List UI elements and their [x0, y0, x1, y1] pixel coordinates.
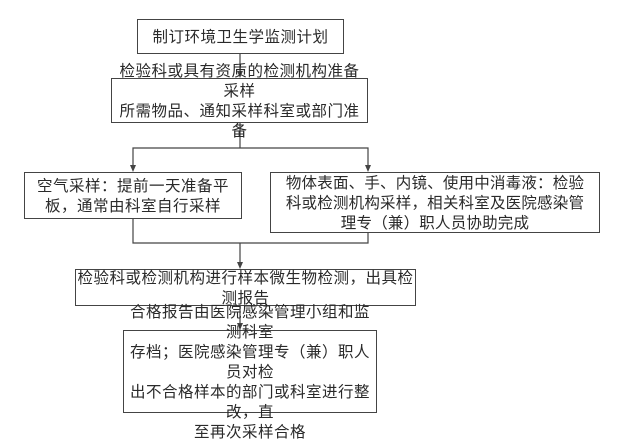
arrowhead-icon — [237, 71, 243, 78]
node-text-line: 理专（兼）职人员协助完成 — [340, 213, 530, 232]
edge-testing-to-archive — [237, 305, 243, 330]
node-plan: 制订环境卫生学监测计划 — [137, 19, 344, 54]
arrowhead-icon — [365, 165, 371, 172]
node-text-line: 所需物品、通知采样科室或部门准备 — [119, 101, 360, 140]
node-text-line: 检验科或具有资质的检测机构准备采样 — [119, 61, 360, 100]
node-text-line: 出不合格样本的部门或科室进行整改，直 — [129, 382, 370, 421]
node-air-sampling: 空气采样：提前一天准备平 板，通常由科室自行采样 — [24, 172, 242, 219]
node-text-line: 物体表面、手、内镜、使用中消毒液：检验 — [285, 173, 585, 192]
node-text-line: 空气采样：提前一天准备平 — [36, 176, 229, 195]
node-text-line: 检验科或检测机构进行样本微生物检测，出具检测报告 — [77, 268, 414, 307]
connectors — [130, 53, 371, 330]
node-text-line: 科或检测机构采样，相关科室及医院感染管 — [285, 193, 585, 212]
arrowhead-icon — [237, 323, 243, 330]
arrowhead-icon — [237, 262, 243, 269]
edge-merge-to-testing — [132, 218, 369, 269]
node-text-line: 存档；医院感染管理专（兼）职人员对检 — [129, 342, 370, 381]
arrowhead-icon — [130, 165, 136, 172]
node-surface-sampling: 物体表面、手、内镜、使用中消毒液：检验 科或检测机构采样，相关科室及医院感染管 … — [270, 172, 600, 233]
node-archive: 合格报告由医院感染管理小组和监测科室 存档；医院感染管理专（兼）职人员对检 出不… — [123, 303, 377, 441]
node-prepare: 检验科或具有资质的检测机构准备采样 所需物品、通知采样科室或部门准备 — [111, 62, 368, 140]
node-text-line: 至再次采样合格 — [193, 422, 306, 441]
edge-prepare-split — [130, 122, 371, 172]
node-text-line: 制订环境卫生学监测计划 — [152, 27, 329, 46]
edge-plan-to-prepare — [237, 53, 243, 78]
node-testing: 检验科或检测机构进行样本微生物检测，出具检测报告 — [75, 268, 416, 307]
node-text-line: 板，通常由科室自行采样 — [44, 196, 221, 215]
node-text-line: 合格报告由医院感染管理小组和监测科室 — [129, 302, 370, 341]
